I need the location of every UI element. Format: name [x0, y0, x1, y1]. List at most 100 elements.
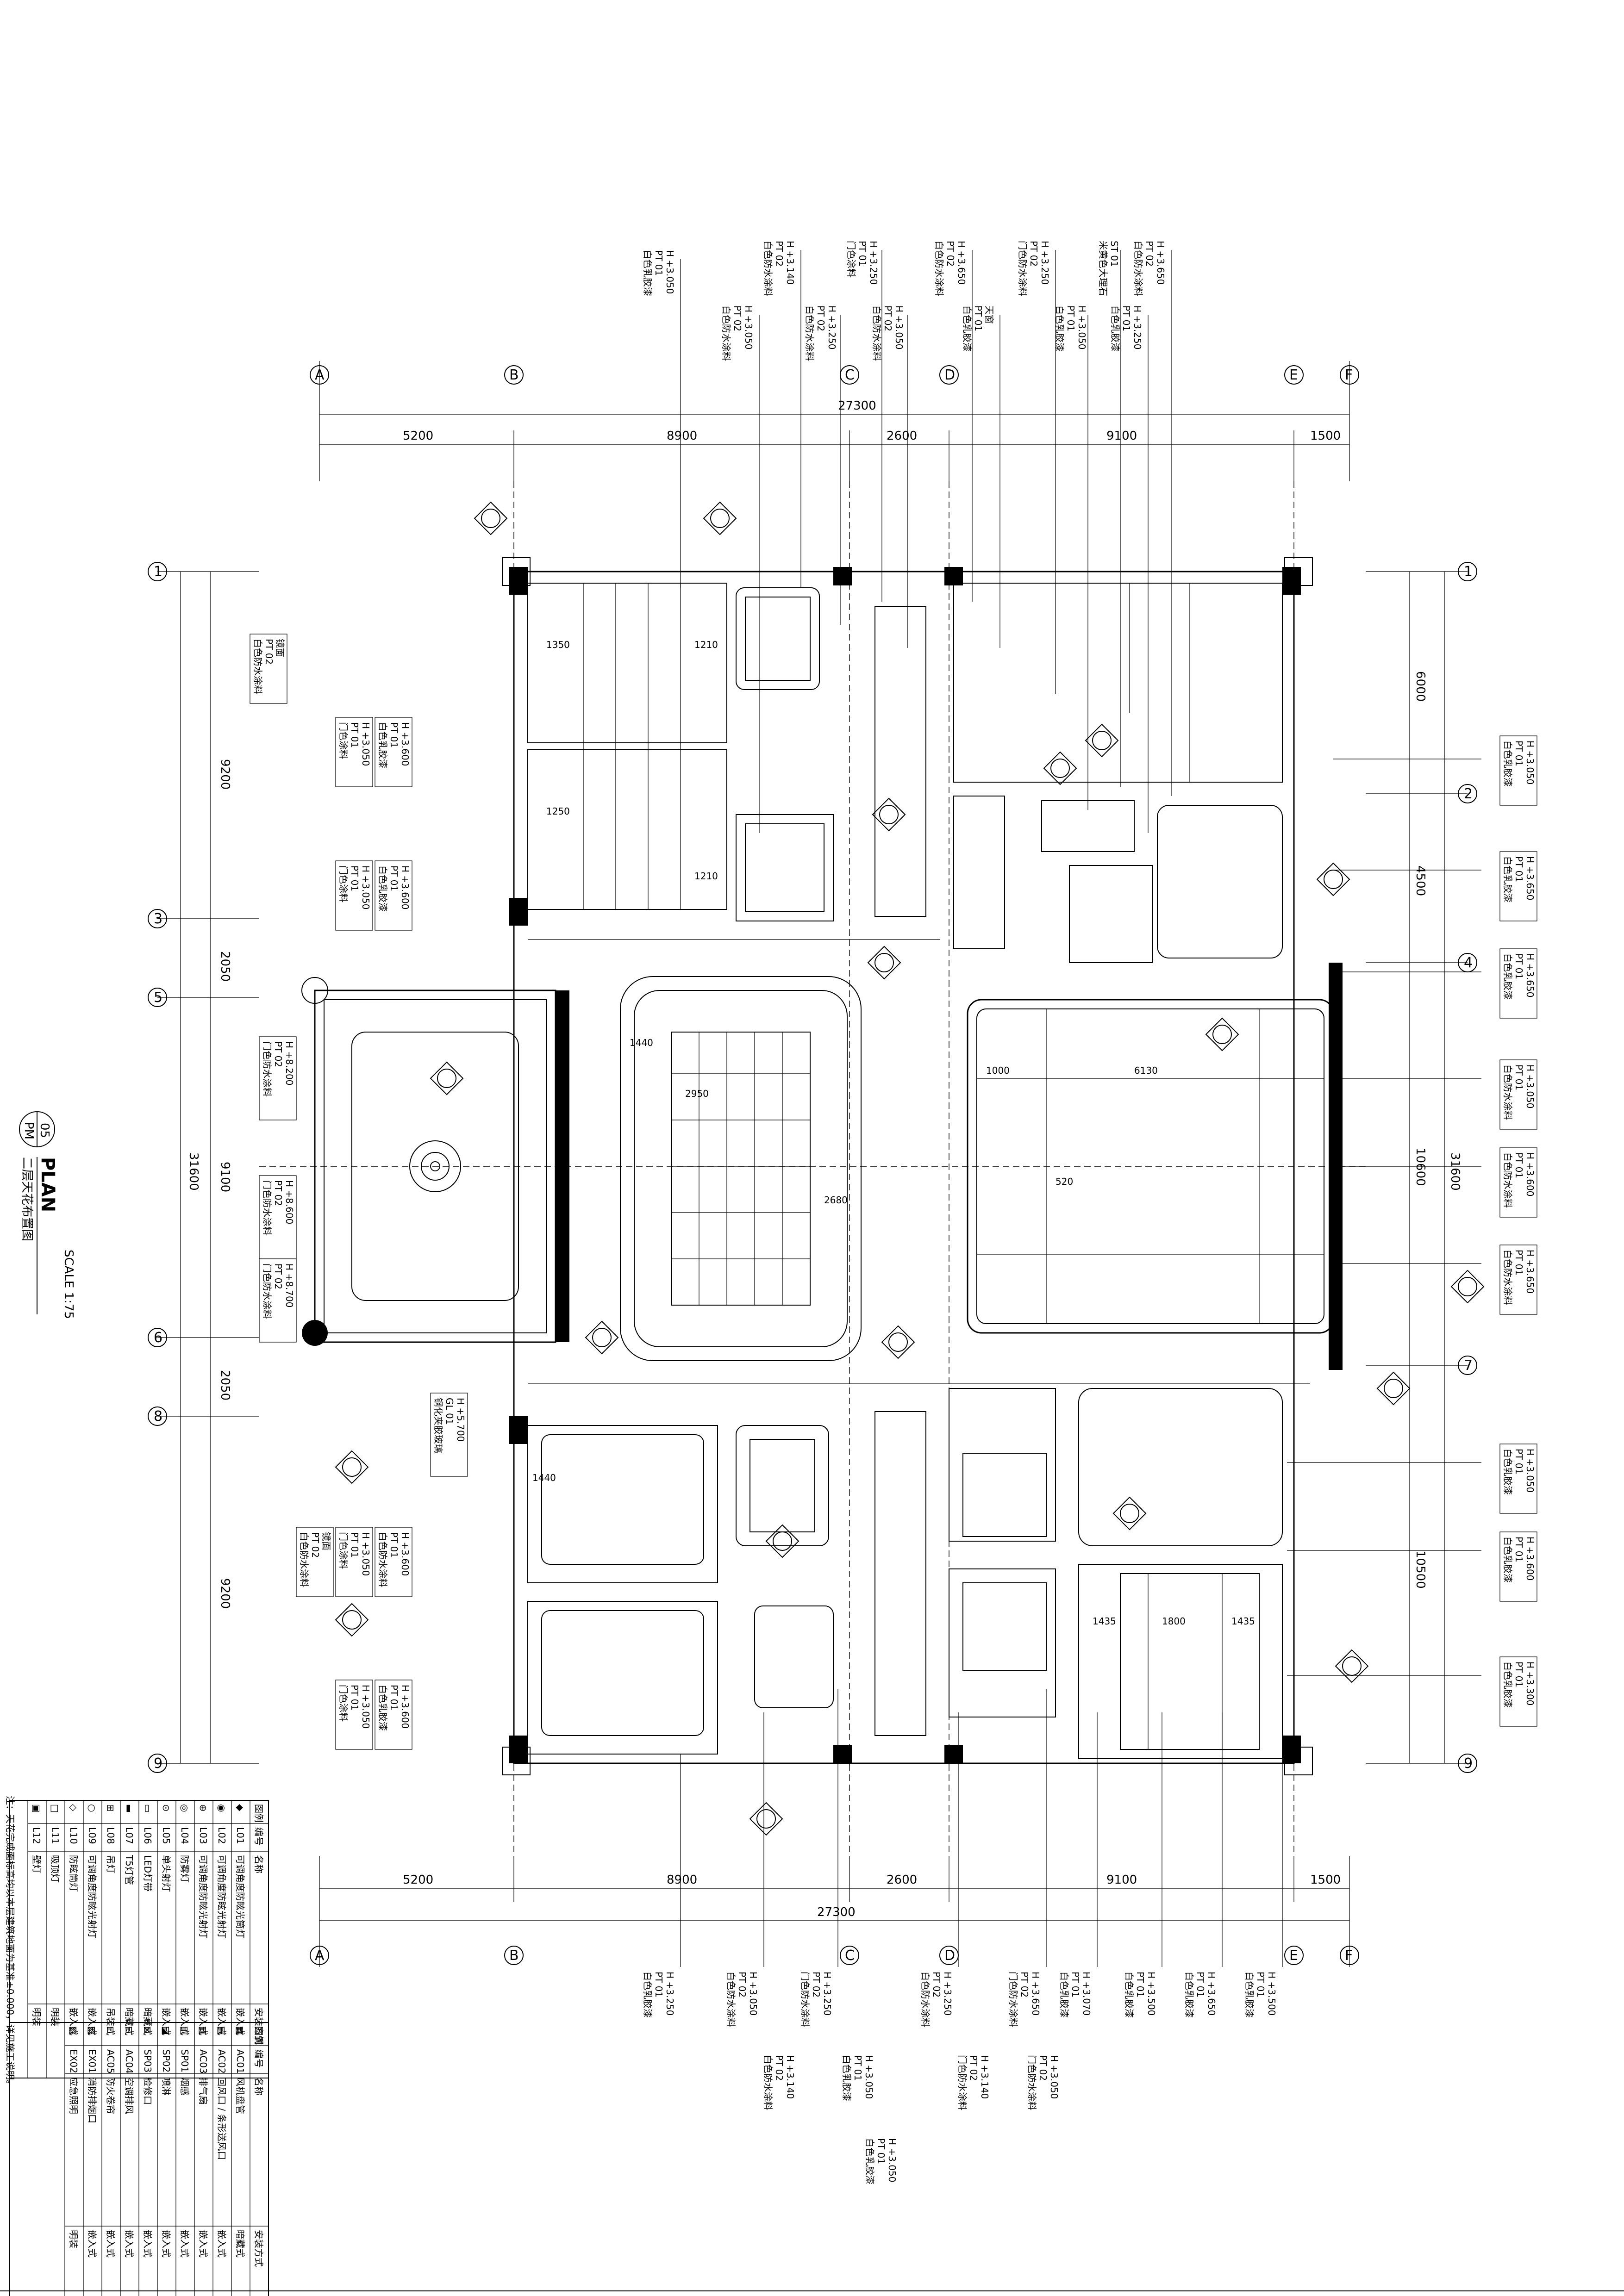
btag-m-4: 白色防水涂料 — [920, 1972, 931, 2027]
ltag-h-12: H +3.600 — [400, 1532, 411, 1576]
bottom-dimensions: 5200 8900 2600 9100 1500 27300 A B C D E… — [310, 1856, 1359, 1967]
ltag-h-8: H +8.700 — [284, 1263, 295, 1307]
legend-left-cell: L12 — [31, 1827, 42, 1844]
tag-h3250-1: H +3.250 — [868, 241, 879, 285]
dim-1000: 1000 — [986, 1065, 1010, 1076]
tag-pt01-5: PT 01 — [1121, 305, 1132, 331]
ltag-h-9: H +5.700 — [455, 1398, 466, 1442]
legend-right-cell: 消防排烟口 — [87, 2077, 98, 2123]
legend-right-cell: ◪ — [161, 2026, 172, 2035]
btag-m-14: 白色乳胶漆 — [864, 2138, 875, 2184]
legend-left-cell: L04 — [179, 1827, 190, 1844]
top-dim-2: 8900 — [667, 429, 697, 443]
rtag-h-6: H +3.650 — [1524, 1250, 1536, 1294]
legend-right-cell: 检修口 — [142, 2077, 153, 2105]
btag-m-11: 白色乳胶漆 — [841, 2055, 852, 2101]
bottom-dim-4: 9100 — [1106, 1873, 1137, 1887]
legend-left-cell: ▬ — [124, 1804, 135, 1813]
btag-pt-10: PT 02 — [774, 2055, 785, 2081]
btag-h-2: H +3.050 — [748, 1972, 759, 2016]
right-dim-1: 6000 — [1413, 671, 1427, 702]
tag-h3050-1: H +3.050 — [664, 250, 675, 294]
legend-right-cell: SP02 — [161, 2049, 172, 2072]
legend-right-cell: 回风口 / 条形送风口 — [216, 2077, 227, 2160]
drawing-title-en: PLAN — [37, 1157, 58, 1212]
tag-gate-1: 门色涂料 — [846, 241, 857, 278]
legend-right-cell: AC04 — [124, 2049, 135, 2074]
rtag-pt-1: PT 01 — [1513, 740, 1524, 766]
dim-1210-b: 1210 — [694, 871, 718, 882]
legend-right-header: 安装方式 — [253, 2230, 264, 2267]
rtag-h-8: H +3.600 — [1524, 1537, 1536, 1580]
ltag-pt-7: PT 02 — [273, 1180, 284, 1206]
top-dim-5: 1500 — [1310, 429, 1341, 443]
tag-water-1: 白色防水涂料 — [762, 241, 774, 296]
legend-right-cell: ▥ — [198, 2026, 209, 2035]
right-total-dim: 31600 — [1448, 1152, 1462, 1191]
legend-left-cell: 暗藏式 — [124, 2008, 135, 2035]
btag-m-2: 白色防水涂料 — [725, 1972, 737, 2027]
axis-bottom-E: E — [1289, 1948, 1298, 1964]
rtag-h-2: H +3.650 — [1524, 856, 1536, 900]
rtag-m-8: 白色乳胶漆 — [1502, 1537, 1513, 1583]
rooms: 1350 1250 1210 1210 — [301, 583, 1334, 1759]
ltag-pt-8: PT 02 — [273, 1263, 284, 1289]
rtag-h-9: H +3.300 — [1524, 1661, 1536, 1705]
btag-m-9: 白色乳胶漆 — [1244, 1972, 1255, 2018]
ltag-m-9: 钢化夹胶玻璃 — [433, 1398, 444, 1453]
left-dim-4: 2050 — [218, 1370, 232, 1400]
tag-pt02-4: PT 02 — [1144, 241, 1155, 267]
dim-1350: 1350 — [546, 639, 570, 650]
legend-left-cell: 吸顶灯 — [50, 1855, 61, 1883]
btag-pt-1: PT 01 — [653, 1972, 664, 1997]
axis-left-5: 5 — [154, 989, 162, 1006]
btag-pt-3: PT 02 — [811, 1972, 822, 1997]
legend-left-header: 编号 — [253, 1827, 264, 1846]
axis-top-C: C — [845, 367, 855, 383]
tag-h3140: H +3.140 — [785, 241, 796, 285]
tag-pt02-2: PT 02 — [945, 241, 956, 267]
btag-pt-8: PT 01 — [1195, 1972, 1206, 1997]
axis-left-3: 3 — [154, 911, 162, 927]
legend-left-cell: ⊙ — [161, 1804, 172, 1812]
rtag-m-1: 白色乳胶漆 — [1502, 740, 1513, 787]
axis-bottom-D: D — [944, 1948, 955, 1964]
legend-left-cell: 可调角度防眩光射灯 — [198, 1855, 209, 1938]
rtag-pt-8: PT 01 — [1513, 1537, 1524, 1562]
ltag-pt-14: PT 01 — [388, 1685, 400, 1711]
legend-left-cell: 嵌入式 — [198, 2008, 209, 2035]
btag-h-6: H +3.070 — [1081, 1972, 1092, 2016]
axis-bottom-A: A — [315, 1948, 325, 1964]
btag-m-13: 门色防水涂料 — [1026, 2055, 1037, 2110]
tag-white-4: 白色乳胶漆 — [1110, 305, 1121, 352]
legend-left-cell: L02 — [216, 1827, 227, 1844]
right-dim-2: 4500 — [1413, 865, 1427, 896]
bottom-dim-1: 5200 — [403, 1873, 433, 1887]
legend-left-cell: □ — [50, 1804, 61, 1813]
btag-h-13: H +3.050 — [1049, 2055, 1060, 2099]
legend-right-cell: 烟感 — [179, 2077, 190, 2096]
top-dimensions: 27300 5200 8900 2600 9100 1500 A B C D E… — [310, 361, 1359, 481]
rtag-pt-2: PT 01 — [1513, 856, 1524, 882]
rtag-pt-7: PT 01 — [1513, 1449, 1524, 1475]
legend-left-cell: ◇ — [68, 1804, 79, 1811]
tag-h3050-4: H +3.050 — [1076, 305, 1087, 349]
dim-2950: 2950 — [685, 1088, 709, 1099]
legend-right-cell: ⊡ — [105, 2026, 116, 2034]
legend-left-cell: L06 — [142, 1827, 153, 1844]
ltag-h-11: H +3.050 — [360, 1532, 371, 1576]
tag-pt01-3: PT 01 — [973, 305, 984, 331]
tag-pt02-7: PT 02 — [882, 305, 893, 331]
legend-left-header: 名称 — [253, 1855, 264, 1873]
left-dim-3: 9100 — [218, 1162, 232, 1192]
tag-pt02-3: PT 02 — [1028, 241, 1039, 267]
legend-right-cell: 排气扇 — [198, 2077, 209, 2105]
legend-right-cell: SP03 — [142, 2049, 153, 2072]
legend-right-cell: 嵌入式 — [124, 2230, 135, 2258]
legend-right-cell: AC03 — [198, 2049, 209, 2074]
legend-right-cell: 明装 — [68, 2230, 79, 2248]
top-tags: H +3.050 PT 01 白色乳胶漆 H +3.140 PT 02 白色防水… — [642, 241, 1166, 361]
legend-left-cell: 可调角度防眩光筒灯 — [235, 1855, 246, 1938]
left-dim-2: 2050 — [218, 951, 232, 982]
rtag-m-7: 白色乳胶漆 — [1502, 1449, 1513, 1495]
